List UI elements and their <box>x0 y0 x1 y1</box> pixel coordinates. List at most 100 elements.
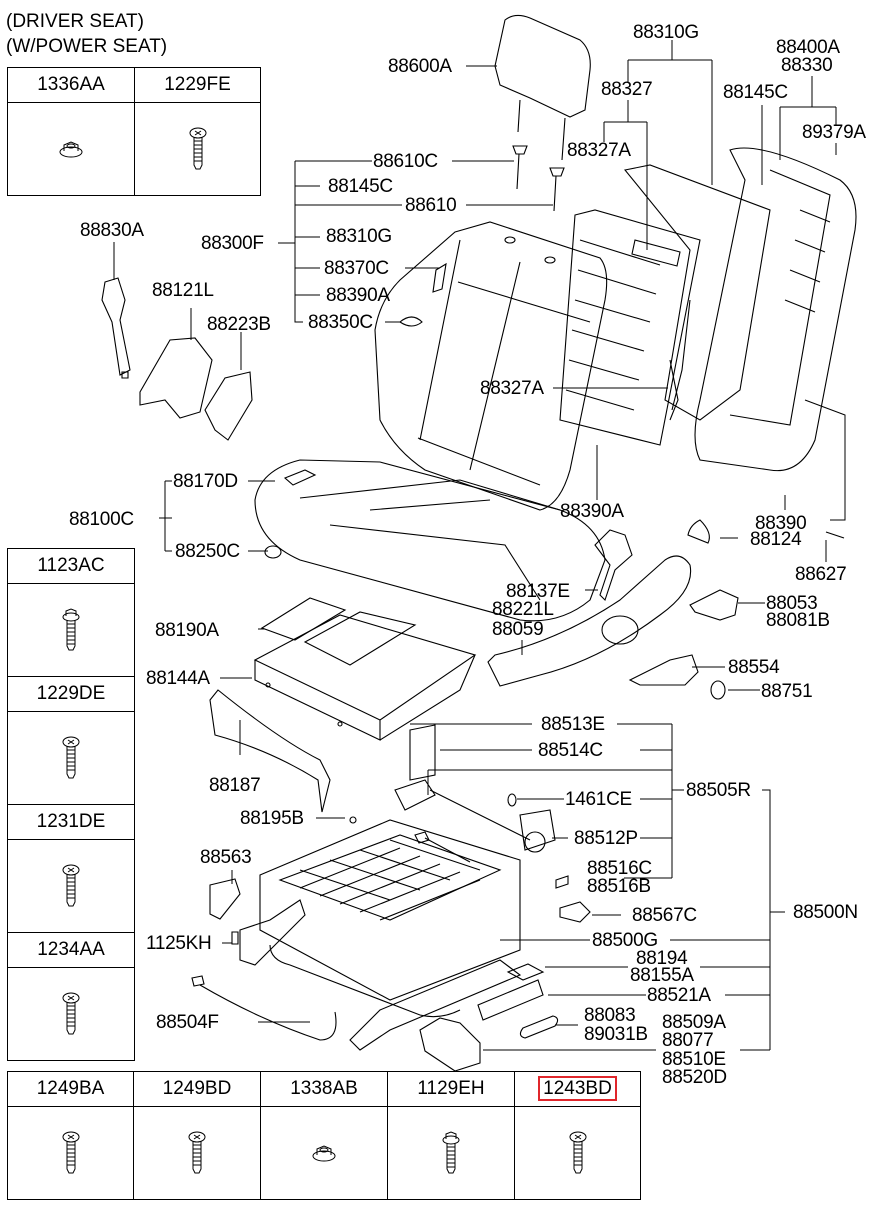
part-label[interactable]: 88300F <box>201 233 264 254</box>
seat-cushion-drawing <box>254 459 606 622</box>
hardware-code: 1229FE <box>164 74 231 95</box>
part-label[interactable]: 88830A <box>80 220 144 241</box>
part-label[interactable]: 88521A <box>647 985 711 1006</box>
part-label[interactable]: 88504F <box>156 1012 219 1033</box>
hardware-code: 1336AA <box>37 74 105 95</box>
part-label[interactable]: 88145C <box>328 176 393 197</box>
part-label[interactable]: 88563 <box>200 847 252 868</box>
part-label[interactable]: 88610 <box>405 195 457 216</box>
part-label[interactable]: 88500G <box>592 930 658 951</box>
part-label[interactable]: 88567C <box>632 905 697 926</box>
highlighted-hardware-code[interactable]: 1243BD <box>538 1076 617 1101</box>
part-label[interactable]: 88053 <box>766 593 818 614</box>
part-label[interactable]: 88194 <box>636 948 688 969</box>
part-label[interactable]: 88310G <box>326 226 392 247</box>
part-label[interactable]: 88600A <box>388 56 452 77</box>
part-label[interactable]: 88514C <box>538 740 603 761</box>
hardware-code-cell: 1249BA <box>7 1071 134 1107</box>
hardware-code: 1249BA <box>36 1078 105 1099</box>
part-label[interactable]: 88083 <box>584 1005 636 1026</box>
part-label[interactable]: 88124 <box>750 529 802 550</box>
seat-back-drawing <box>374 221 608 511</box>
part-label[interactable]: 88505R <box>686 780 751 801</box>
part-label[interactable]: 88327 <box>601 79 653 100</box>
part-label[interactable]: 88390 <box>755 513 807 534</box>
part-label[interactable]: 88400A <box>776 37 840 58</box>
hardware-code-cell: 1234AA <box>7 932 135 968</box>
part-label[interactable]: 88370C <box>324 258 389 279</box>
hardware-code-cell: 1123AC <box>7 548 135 584</box>
hardware-code-cell: 1336AA <box>7 67 135 103</box>
flange-nut-icon <box>7 102 135 196</box>
phillips-screw-icon <box>7 839 135 933</box>
part-label[interactable]: 88330 <box>781 55 833 76</box>
front-trim-drawing <box>209 689 331 813</box>
phillips-screw-icon <box>133 1106 261 1200</box>
part-label[interactable]: 88190A <box>155 620 219 641</box>
flange-nut-icon <box>260 1106 388 1200</box>
part-label[interactable]: 88155A <box>630 965 694 986</box>
part-label[interactable]: 88223B <box>207 314 271 335</box>
part-label[interactable]: 88510E <box>662 1049 726 1070</box>
part-label[interactable]: 88310G <box>633 22 699 43</box>
part-label[interactable]: 1125KH <box>146 933 212 954</box>
part-label[interactable]: 88512P <box>574 828 638 849</box>
part-label[interactable]: 1461CE <box>565 789 632 810</box>
part-label[interactable]: 88144A <box>146 668 210 689</box>
part-label[interactable]: 88513E <box>541 714 605 735</box>
part-label[interactable]: 88390A <box>326 285 390 306</box>
part-label[interactable]: 88059 <box>492 619 544 640</box>
part-label[interactable]: 88121L <box>152 280 214 301</box>
part-label[interactable]: 88516B <box>587 876 651 897</box>
power-seat-frame-drawing <box>191 724 591 1072</box>
hardware-code: 1123AC <box>37 555 105 576</box>
hardware-code-cell: 1249BD <box>133 1071 261 1107</box>
hex-flange-bolt-icon <box>387 1106 515 1200</box>
part-label[interactable]: 88627 <box>795 564 847 585</box>
hardware-table-left: 1123AC 1229DE 1231DE 1234AA <box>7 548 135 1061</box>
seat-heater-mat-drawing <box>253 597 477 741</box>
hardware-code-cell-highlighted[interactable]: 1243BD <box>514 1071 641 1107</box>
hardware-table-top: 1336AA 1229FE <box>7 67 261 196</box>
part-label[interactable]: 88520D <box>662 1067 727 1088</box>
hardware-code: 1338AB <box>290 1078 358 1099</box>
hardware-code-cell: 1129EH <box>387 1071 515 1107</box>
hardware-code: 1234AA <box>37 939 105 960</box>
part-label[interactable]: 88221L <box>492 599 554 620</box>
part-label[interactable]: 88509A <box>662 1012 726 1033</box>
part-label[interactable]: 88500N <box>793 902 858 923</box>
part-label[interactable]: 89031B <box>584 1024 648 1045</box>
hardware-code: 1249BD <box>162 1078 232 1099</box>
part-label[interactable]: 88327A <box>480 378 544 399</box>
part-label[interactable]: 88195B <box>240 808 304 829</box>
seat-back-frame-drawing <box>559 164 771 446</box>
part-label[interactable]: 89379A <box>802 122 866 143</box>
diagram-title-power-seat: (W/POWER SEAT) <box>6 36 168 57</box>
hardware-table-bottom: 1249BA 1249BD 1338AB 1129EH 1243BD <box>7 1071 641 1200</box>
phillips-screw-icon <box>514 1106 641 1200</box>
part-label[interactable]: 88145C <box>723 82 788 103</box>
part-label[interactable]: 88516C <box>587 858 652 879</box>
part-label[interactable]: 88327A <box>567 140 631 161</box>
part-label[interactable]: 88610C <box>373 151 438 172</box>
phillips-screw-icon <box>134 102 261 196</box>
part-label[interactable]: 88390A <box>560 501 624 522</box>
hardware-code: 1231DE <box>36 811 106 832</box>
part-label[interactable]: 88751 <box>761 681 813 702</box>
part-label[interactable]: 88250C <box>175 541 240 562</box>
leader-lines <box>113 40 846 1051</box>
part-label[interactable]: 88350C <box>308 312 373 333</box>
part-label[interactable]: 88554 <box>728 657 780 678</box>
headrest-drawing <box>494 14 591 212</box>
phillips-screw-icon <box>7 1106 134 1200</box>
part-label[interactable]: 88077 <box>662 1030 714 1051</box>
part-label[interactable]: 88170D <box>173 471 238 492</box>
part-label[interactable]: 88081B <box>766 610 830 631</box>
hardware-code: 1229DE <box>36 683 106 704</box>
part-label[interactable]: 88100C <box>69 509 134 530</box>
hex-flange-bolt-icon <box>7 583 135 677</box>
part-label[interactable]: 88187 <box>209 775 261 796</box>
part-label[interactable]: 88137E <box>506 581 570 602</box>
hardware-code-cell: 1229DE <box>7 676 135 712</box>
